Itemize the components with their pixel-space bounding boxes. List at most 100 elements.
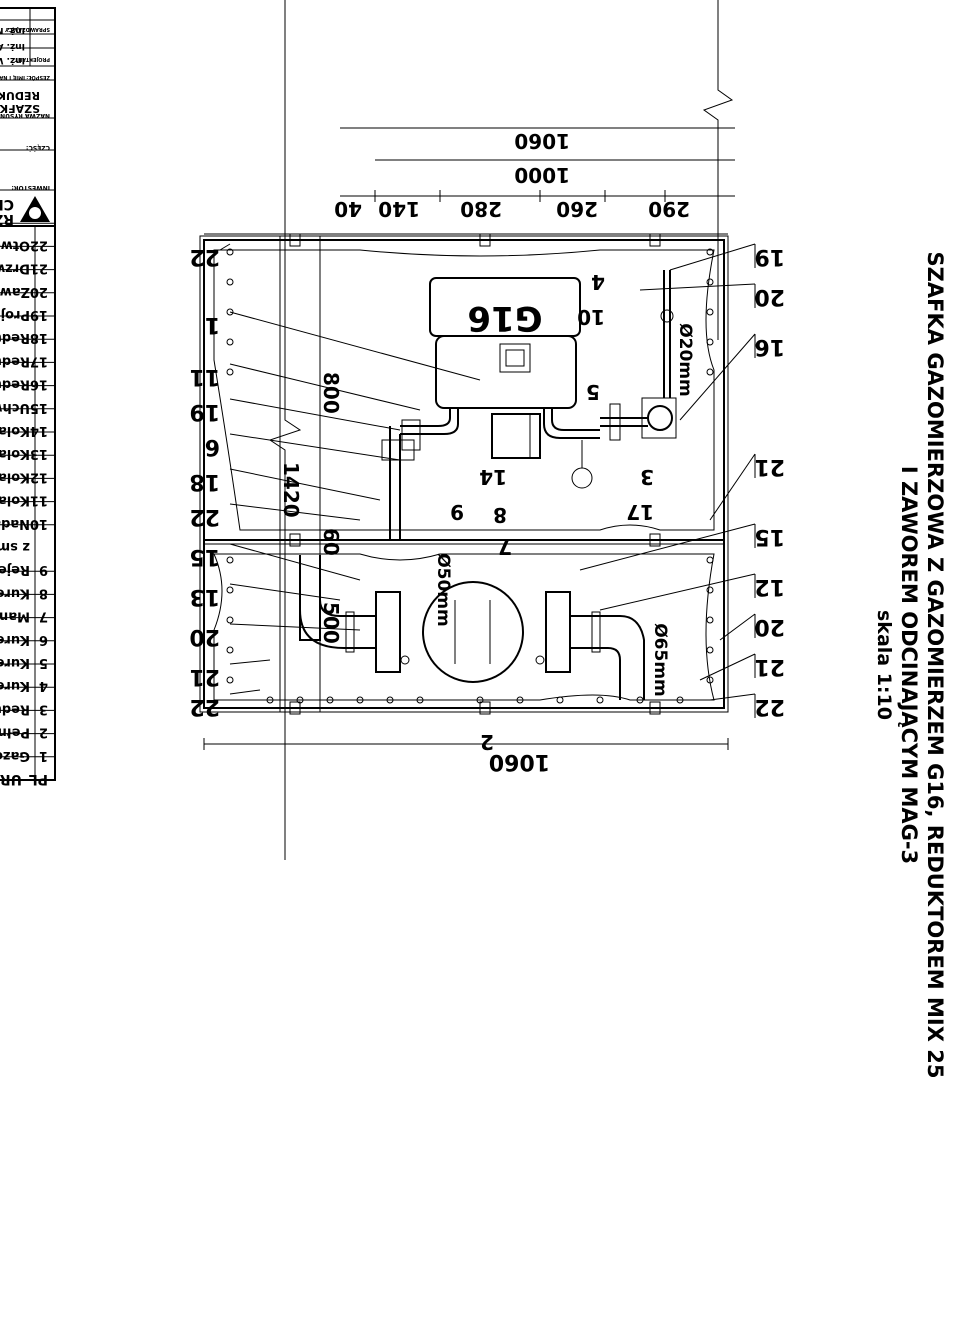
team-name: Inż. Maria Szanecka	[0, 25, 25, 35]
dim-500: 500	[319, 602, 343, 644]
company-name-line2: CENTRUM PROJEKTOWE "MIASTOPROJEKT" W RZE…	[0, 196, 14, 212]
table-cell-pl: 20	[30, 284, 48, 299]
callout-inner: 5	[586, 380, 600, 404]
meter-display	[499, 343, 531, 373]
door-left-outline	[213, 249, 715, 531]
table-cell-pl: 5	[39, 655, 48, 670]
break-line-top	[702, 0, 734, 340]
table-cell-name: Zawias drzwiczek	[0, 284, 30, 299]
drawing-name-line1: SZAFKA GAZOMIERZOWA Z GAZOMIERZEM G16,	[0, 102, 40, 115]
table-cell-name: Pełnoprzelotowy zawór klapowy MAG-3	[0, 725, 30, 740]
table-cell-name: Manometr tarczowy 6 kPa	[0, 609, 30, 624]
callout-left: 12	[754, 574, 785, 599]
team-role: SPRAWDZAJĄCY	[5, 26, 50, 32]
callout-left: 21	[754, 654, 785, 679]
callout-left: 21	[754, 454, 785, 479]
table-cell-pl: 22	[30, 237, 48, 252]
callout-right: 6	[205, 434, 220, 459]
cabinet-drawing: G16	[189, 0, 785, 860]
table-cell-name: Redukcja Ø50/40 mm	[0, 330, 30, 345]
flange-right	[545, 591, 571, 673]
callout-right: 11	[189, 364, 220, 389]
callout-inner: 3	[640, 465, 654, 489]
bracket-1	[345, 611, 355, 653]
table-cell-name: Nadajnik impulsów niskiej częstotliwości	[0, 516, 30, 531]
table-cell-pl: 4	[39, 678, 48, 693]
callout-inner: 4	[591, 270, 605, 294]
callout-inner: 9	[450, 500, 464, 524]
recorder	[491, 413, 541, 459]
table-cell-pl: 17	[30, 353, 48, 368]
table-cell-pl: 18	[30, 330, 48, 345]
manometer	[571, 467, 593, 489]
table-cell-name: Rejestrator szczytów godzinowych CRS 03	[0, 562, 30, 577]
team-name: Inż. Alicja Słowińska	[0, 41, 25, 51]
callout-left: 20	[754, 284, 785, 309]
company-name-line1: RZESZOWSKA AGENCJA ROZWOJU REGIONALNEGO …	[0, 211, 14, 227]
callout-inner: 7	[498, 535, 512, 559]
table-cell-name: Otwory wentylacyjne	[0, 237, 30, 252]
callout-inner: 8	[493, 503, 507, 527]
dimension-top: 1060	[203, 738, 729, 774]
callout-inner: 10	[577, 305, 605, 329]
table-cell-pl: 19	[30, 307, 48, 322]
table-cell-pl: 7	[39, 609, 48, 624]
table-cell-name: Kurek gazowy odcinający Ø20 mm, CN=1,0 M…	[0, 678, 30, 693]
dim-top-1060: 1060	[489, 749, 550, 774]
table-cell-name: Kolano Ø65 mm	[0, 469, 30, 484]
table-cell-name: Gazomierz G16	[0, 748, 30, 763]
table-cell-pl: 11	[30, 493, 48, 508]
callout-right: 18	[189, 469, 220, 494]
table-cell-name: Drzwiczki z blachy gr. 1-2 mm	[0, 261, 30, 276]
table-cell-name: Kolano nakrętno-wkrętne Ø40 mm	[0, 493, 30, 508]
label-d65: Ø65mm	[650, 623, 670, 697]
valve-body	[422, 581, 524, 683]
flange-left	[375, 591, 401, 673]
table-cell-name: Kurek odcinający Ø40 mm	[0, 632, 30, 647]
label-d20: Ø20mm	[675, 323, 695, 397]
team-name: Inż. Wojciech Szymczak	[0, 55, 25, 65]
title-line1: SZAFKA GAZOMIERZOWA Z GAZOMIERZEM G16, R…	[923, 252, 947, 1079]
table-cell-pl: 9	[39, 562, 48, 577]
callout-right: 22	[189, 504, 220, 529]
dim-1420: 1420	[279, 462, 303, 518]
dim-60: 60	[319, 528, 343, 556]
dimensions-bottom: 290 260 280 140 40 1000 1060	[204, 127, 735, 235]
table-cell-pl: 10	[30, 516, 48, 531]
meter-assembly: G16	[381, 270, 677, 540]
part-label: CZĘŚĆ:	[26, 144, 50, 151]
callout-right: 1	[205, 312, 220, 337]
callout-left: 22	[754, 694, 785, 719]
callout-right: 22	[189, 244, 220, 269]
table-header-pl: PL	[29, 771, 48, 787]
table-cell-pl: 1	[39, 748, 48, 763]
table-cell-name: Kurek gazowy odcinający Ø10mm, 0,5 MPa	[0, 585, 30, 600]
dimensions-height: 800 60 500 1420	[274, 235, 343, 713]
table-cell-pl: 21	[30, 261, 48, 276]
title-scale: skala 1:10	[873, 610, 895, 720]
cabinet-outer-edge	[199, 235, 729, 713]
parts-table-rows: PLURZĄDZENIASZT.1Gazomierz G1612Pełnoprz…	[0, 222, 56, 787]
table-cell-name: Proj. przyłącz gazowy PEØ25/Ø20 wg. PT-p…	[0, 307, 30, 322]
table-cell-pl: 16	[30, 377, 48, 392]
regulator	[647, 405, 673, 431]
callout-left: 19	[754, 244, 785, 269]
col-name: IMIĘ I NAZWISKO:	[0, 74, 25, 80]
drawing-name-line2: REDUKTOR MIX 25 I ZAWOREM ODCINAJĄCYM MA…	[0, 89, 40, 102]
callout-right: 13	[189, 584, 220, 609]
table-cell-pl: 15	[30, 400, 48, 415]
table-cell-name: Uchwyt mocujący do ściany Ø65 mm	[0, 400, 30, 415]
valve-assembly	[299, 555, 645, 700]
dim-140: 140	[378, 197, 420, 221]
callout-inner: 17	[626, 500, 654, 524]
dim-1000: 1000	[514, 163, 570, 187]
table-cell-name: Kurek główny Ø32 mm, CN=0,5 MPa	[0, 655, 30, 670]
drawing-name-label: NAZWA RYSUNKU:	[0, 112, 50, 119]
table-cell-pl: 2	[39, 725, 48, 740]
callout-left: 20	[754, 614, 785, 639]
